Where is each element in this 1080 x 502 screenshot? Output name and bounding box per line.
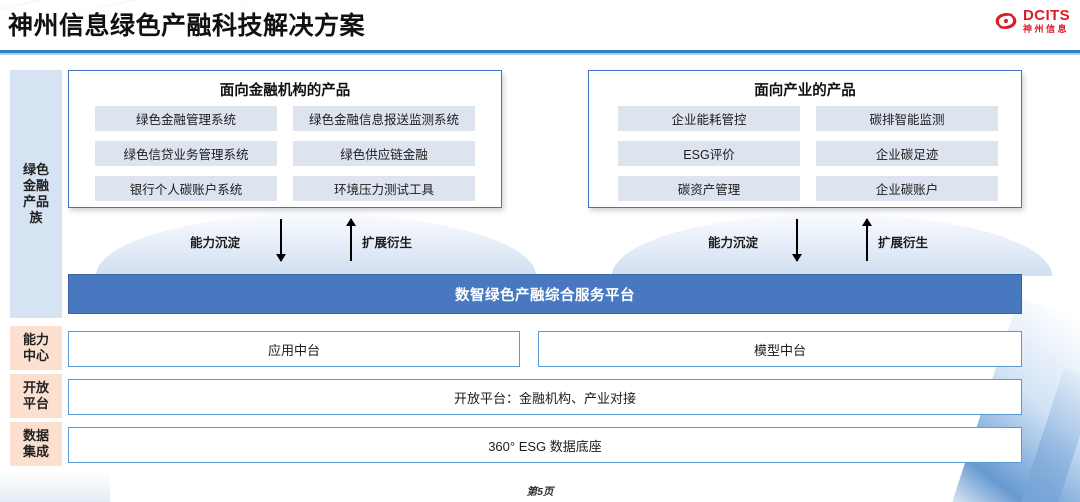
flow-label-expansion-derivation: 扩展衍生 <box>878 236 929 250</box>
capability-box-model-midend[interactable]: 模型中台 <box>538 331 1022 367</box>
arrow-up-icon <box>862 218 872 261</box>
sidebar-item-capability-center[interactable]: 能力 中心 <box>10 326 62 370</box>
capability-box-application-midend[interactable]: 应用中台 <box>68 331 520 367</box>
page-title: 神州信息绿色产融科技解决方案 <box>8 12 366 40</box>
sidebar-item-label: 开放 平台 <box>22 380 49 411</box>
product-chip[interactable]: 绿色金融管理系统 <box>95 106 277 131</box>
open-platform-box[interactable]: 开放平台：金融机构、产业对接 <box>68 379 1022 415</box>
product-chip[interactable]: 企业碳账户 <box>816 176 998 201</box>
arrow-down-icon <box>792 219 802 262</box>
product-chip[interactable]: 碳资产管理 <box>618 176 800 201</box>
product-chip[interactable]: 绿色供应链金融 <box>293 141 475 166</box>
corner-decoration-bottom-left <box>0 472 110 502</box>
dcits-swirl-logo-icon <box>995 13 1017 29</box>
flow-hill-left <box>96 214 536 276</box>
product-chip[interactable]: 企业碳足迹 <box>816 141 998 166</box>
product-chip[interactable]: 绿色信贷业务管理系统 <box>95 141 277 166</box>
product-chip[interactable]: 碳排智能监测 <box>816 106 998 131</box>
panel-title: 面向产业的产品 <box>754 83 856 99</box>
logo-text-en: DCITS <box>1023 7 1070 24</box>
flow-hill-right <box>612 214 1052 276</box>
product-chip[interactable]: 企业能耗管控 <box>618 106 800 131</box>
flow-label-expansion-derivation: 扩展衍生 <box>362 236 413 250</box>
header-divider <box>0 50 1080 53</box>
header-divider-secondary <box>0 53 1080 55</box>
brand-logo: DCITS 神州信息 <box>993 8 1070 34</box>
sidebar-item-label: 能力 中心 <box>22 332 49 363</box>
sidebar-item-label: 绿色 金融 产品 族 <box>22 162 49 225</box>
sidebar-item-label: 数据 集成 <box>22 428 49 459</box>
arrow-up-icon <box>346 218 356 261</box>
page-number-footer: 第5页 <box>526 486 554 498</box>
product-chip[interactable]: 银行个人碳账户系统 <box>95 176 277 201</box>
product-chip[interactable]: 环境压力测试工具 <box>293 176 475 201</box>
slide-header: 神州信息绿色产融科技解决方案 <box>0 0 1080 52</box>
data-integration-box[interactable]: 360° ESG 数据底座 <box>68 427 1022 463</box>
platform-bar[interactable]: 数智绿色产融综合服务平台 <box>68 274 1022 314</box>
logo-text-cn: 神州信息 <box>1023 24 1070 34</box>
product-chip[interactable]: 绿色金融信息报送监测系统 <box>293 106 475 131</box>
flow-label-capability-precipitation: 能力沉淀 <box>708 236 759 250</box>
arrow-down-icon <box>276 219 286 262</box>
panel-title: 面向金融机构的产品 <box>219 83 351 99</box>
flow-label-capability-precipitation: 能力沉淀 <box>190 236 241 250</box>
sidebar-item-green-finance-products[interactable]: 绿色 金融 产品 族 <box>10 70 62 318</box>
sidebar-item-open-platform[interactable]: 开放 平台 <box>10 374 62 418</box>
product-chip[interactable]: ESG评价 <box>618 141 800 166</box>
sidebar-item-data-integration[interactable]: 数据 集成 <box>10 422 62 466</box>
